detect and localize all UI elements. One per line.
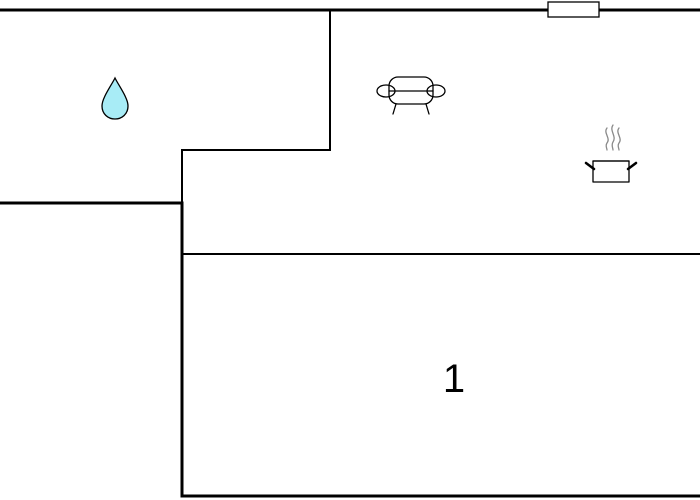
sofa-icon [376,76,446,115]
steam-middle [611,124,615,151]
window-icon [547,1,600,18]
steam-right [617,127,621,151]
cooking-pot-icon [584,124,638,183]
walls [0,8,700,498]
water-drop-icon [101,76,129,120]
steam-left [605,127,609,151]
room-number-label: 1 [443,357,465,401]
